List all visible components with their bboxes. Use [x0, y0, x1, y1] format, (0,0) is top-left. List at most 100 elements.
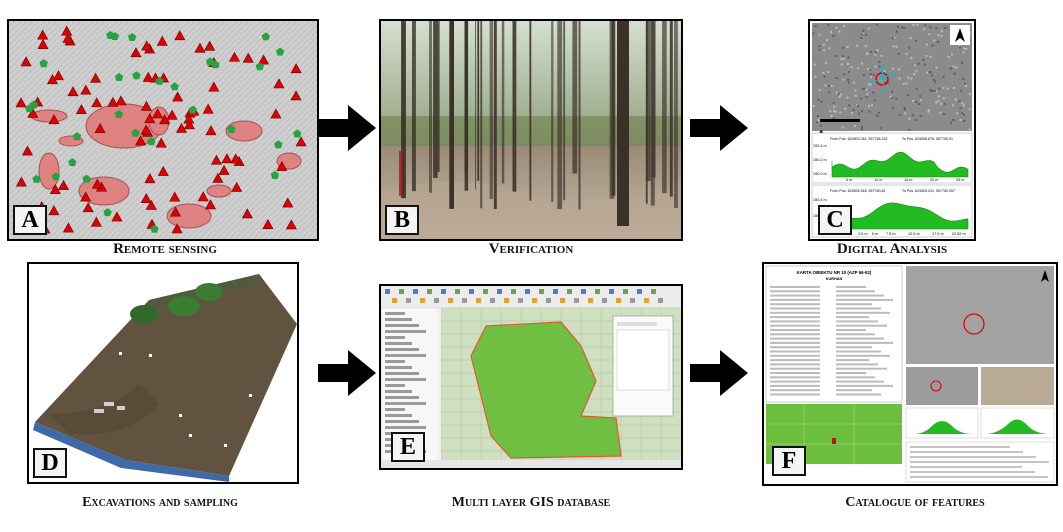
pentagon-marker — [132, 71, 141, 80]
triangle-marker — [135, 135, 147, 146]
pentagon-marker — [72, 132, 82, 141]
arrow-d-to-e — [318, 350, 376, 396]
profile-2-x-label: 12.5 m — [908, 232, 920, 236]
digital-analysis-figure: N A From Pos. 624503.244, 557758.152 To … — [811, 23, 973, 238]
tree-trunk — [529, 21, 532, 201]
triangle-marker — [144, 173, 156, 184]
tree-trunk — [662, 21, 667, 194]
triangle-marker — [130, 47, 142, 58]
triangle-marker — [37, 29, 49, 40]
triangle-marker — [228, 51, 240, 62]
triangle-marker — [91, 97, 103, 108]
triangle-marker — [48, 114, 60, 125]
tree-trunk — [489, 21, 494, 199]
profile-2-y-label: 150.4 m — [813, 198, 827, 202]
triangle-marker — [171, 223, 183, 234]
pentagon-marker — [127, 33, 137, 41]
tree-trunk — [412, 21, 416, 192]
pentagon-marker — [188, 105, 197, 114]
panel-letter-e: E — [391, 432, 425, 462]
triangle-marker — [270, 108, 282, 119]
tree-trunk — [512, 21, 517, 192]
tree-trunk — [578, 21, 581, 210]
catalogue-sheet: KARTA OBIEKTU NR 10 (AZP 66-92) KURHAN — [765, 265, 1055, 483]
triangle-marker — [202, 103, 214, 114]
tree-trunk — [617, 21, 629, 226]
triangle-marker — [67, 86, 79, 97]
triangle-marker — [80, 84, 92, 95]
forest-photo — [381, 21, 681, 239]
triangle-marker — [176, 122, 188, 133]
triangle-marker — [152, 108, 164, 119]
triangle-marker — [262, 219, 274, 229]
pentagon-marker — [270, 171, 280, 179]
triangle-marker — [90, 216, 102, 227]
triangle-marker — [157, 165, 169, 176]
triangle-marker — [170, 206, 182, 217]
triangle-marker — [62, 32, 74, 43]
profile-1-y-label: 150.0 m — [813, 172, 827, 176]
triangle-marker — [107, 96, 119, 107]
triangle-marker — [169, 191, 181, 202]
triangle-marker — [20, 56, 32, 67]
triangle-marker — [61, 25, 73, 36]
panel-a-remote-sensing: A — [7, 19, 319, 241]
tree-trunk — [477, 21, 480, 181]
panel-f-catalogue: KARTA OBIEKTU NR 10 (AZP 66-92) KURHAN F — [762, 262, 1058, 486]
tree-trunk — [449, 21, 454, 209]
profile-2-header-left: From Pos. 624505.918, 557760.81 — [830, 189, 886, 193]
pentagon-marker — [293, 129, 302, 138]
tree-trunk — [674, 21, 678, 208]
excavation-3d-model — [33, 274, 297, 482]
tree-trunk — [611, 21, 616, 196]
triangle-marker — [273, 78, 285, 89]
triangle-marker — [210, 154, 222, 165]
triangle-marker — [174, 30, 186, 41]
profile-1-y-label: 150.4 m — [813, 144, 827, 148]
arrow-b-to-c — [690, 105, 748, 151]
triangle-marker — [208, 81, 220, 92]
triangle-marker — [242, 52, 254, 63]
triangle-marker — [290, 90, 302, 101]
pentagon-marker — [82, 174, 91, 183]
triangle-marker — [140, 100, 152, 111]
triangle-marker — [204, 40, 216, 51]
caption-gis-database: Multi layer GIS database — [451, 495, 611, 510]
lidar-map-image — [9, 21, 317, 239]
triangle-marker — [22, 145, 34, 156]
pentagon-marker — [103, 208, 112, 217]
triangle-marker — [156, 35, 168, 46]
pentagon-marker — [155, 76, 164, 85]
triangle-marker — [91, 178, 103, 189]
triangle-marker — [75, 104, 87, 115]
profile-1-y-label: 150.2 m — [813, 158, 827, 162]
triangle-marker — [140, 124, 152, 135]
pentagon-marker — [275, 47, 285, 56]
gis-software-screenshot — [381, 286, 681, 468]
tree-trunk — [480, 21, 483, 209]
tree-trunk — [501, 21, 505, 184]
triangle-marker — [37, 39, 49, 49]
triangle-marker — [82, 202, 94, 213]
pentagon-marker — [110, 32, 120, 40]
profile-1-header-left: From Pos. 624503.244, 557758.152 — [830, 137, 888, 141]
profile-2-x-label: 22.82 m — [952, 232, 966, 236]
profile-1-header-right: To Pos. 624508.678, 557755.51 — [902, 137, 953, 141]
triangle-marker — [241, 208, 253, 219]
tree-trunk — [646, 21, 651, 181]
pentagon-marker — [131, 128, 140, 137]
pentagon-marker — [51, 172, 61, 181]
triangle-marker — [94, 123, 106, 133]
profile-1-x-label: 20 m — [930, 178, 938, 182]
triangle-marker — [282, 197, 294, 208]
triangle-marker — [258, 54, 270, 65]
triangle-marker — [62, 222, 74, 233]
pentagon-marker — [261, 32, 270, 41]
triangle-marker — [172, 91, 184, 102]
profile-1-x-label: 5 m — [846, 178, 852, 182]
tree-trunk — [557, 21, 563, 210]
profile-1-x-label: 25 m — [956, 178, 964, 182]
triangle-marker — [58, 179, 70, 190]
tree-trunk — [437, 21, 440, 172]
triangle-marker — [80, 191, 92, 202]
